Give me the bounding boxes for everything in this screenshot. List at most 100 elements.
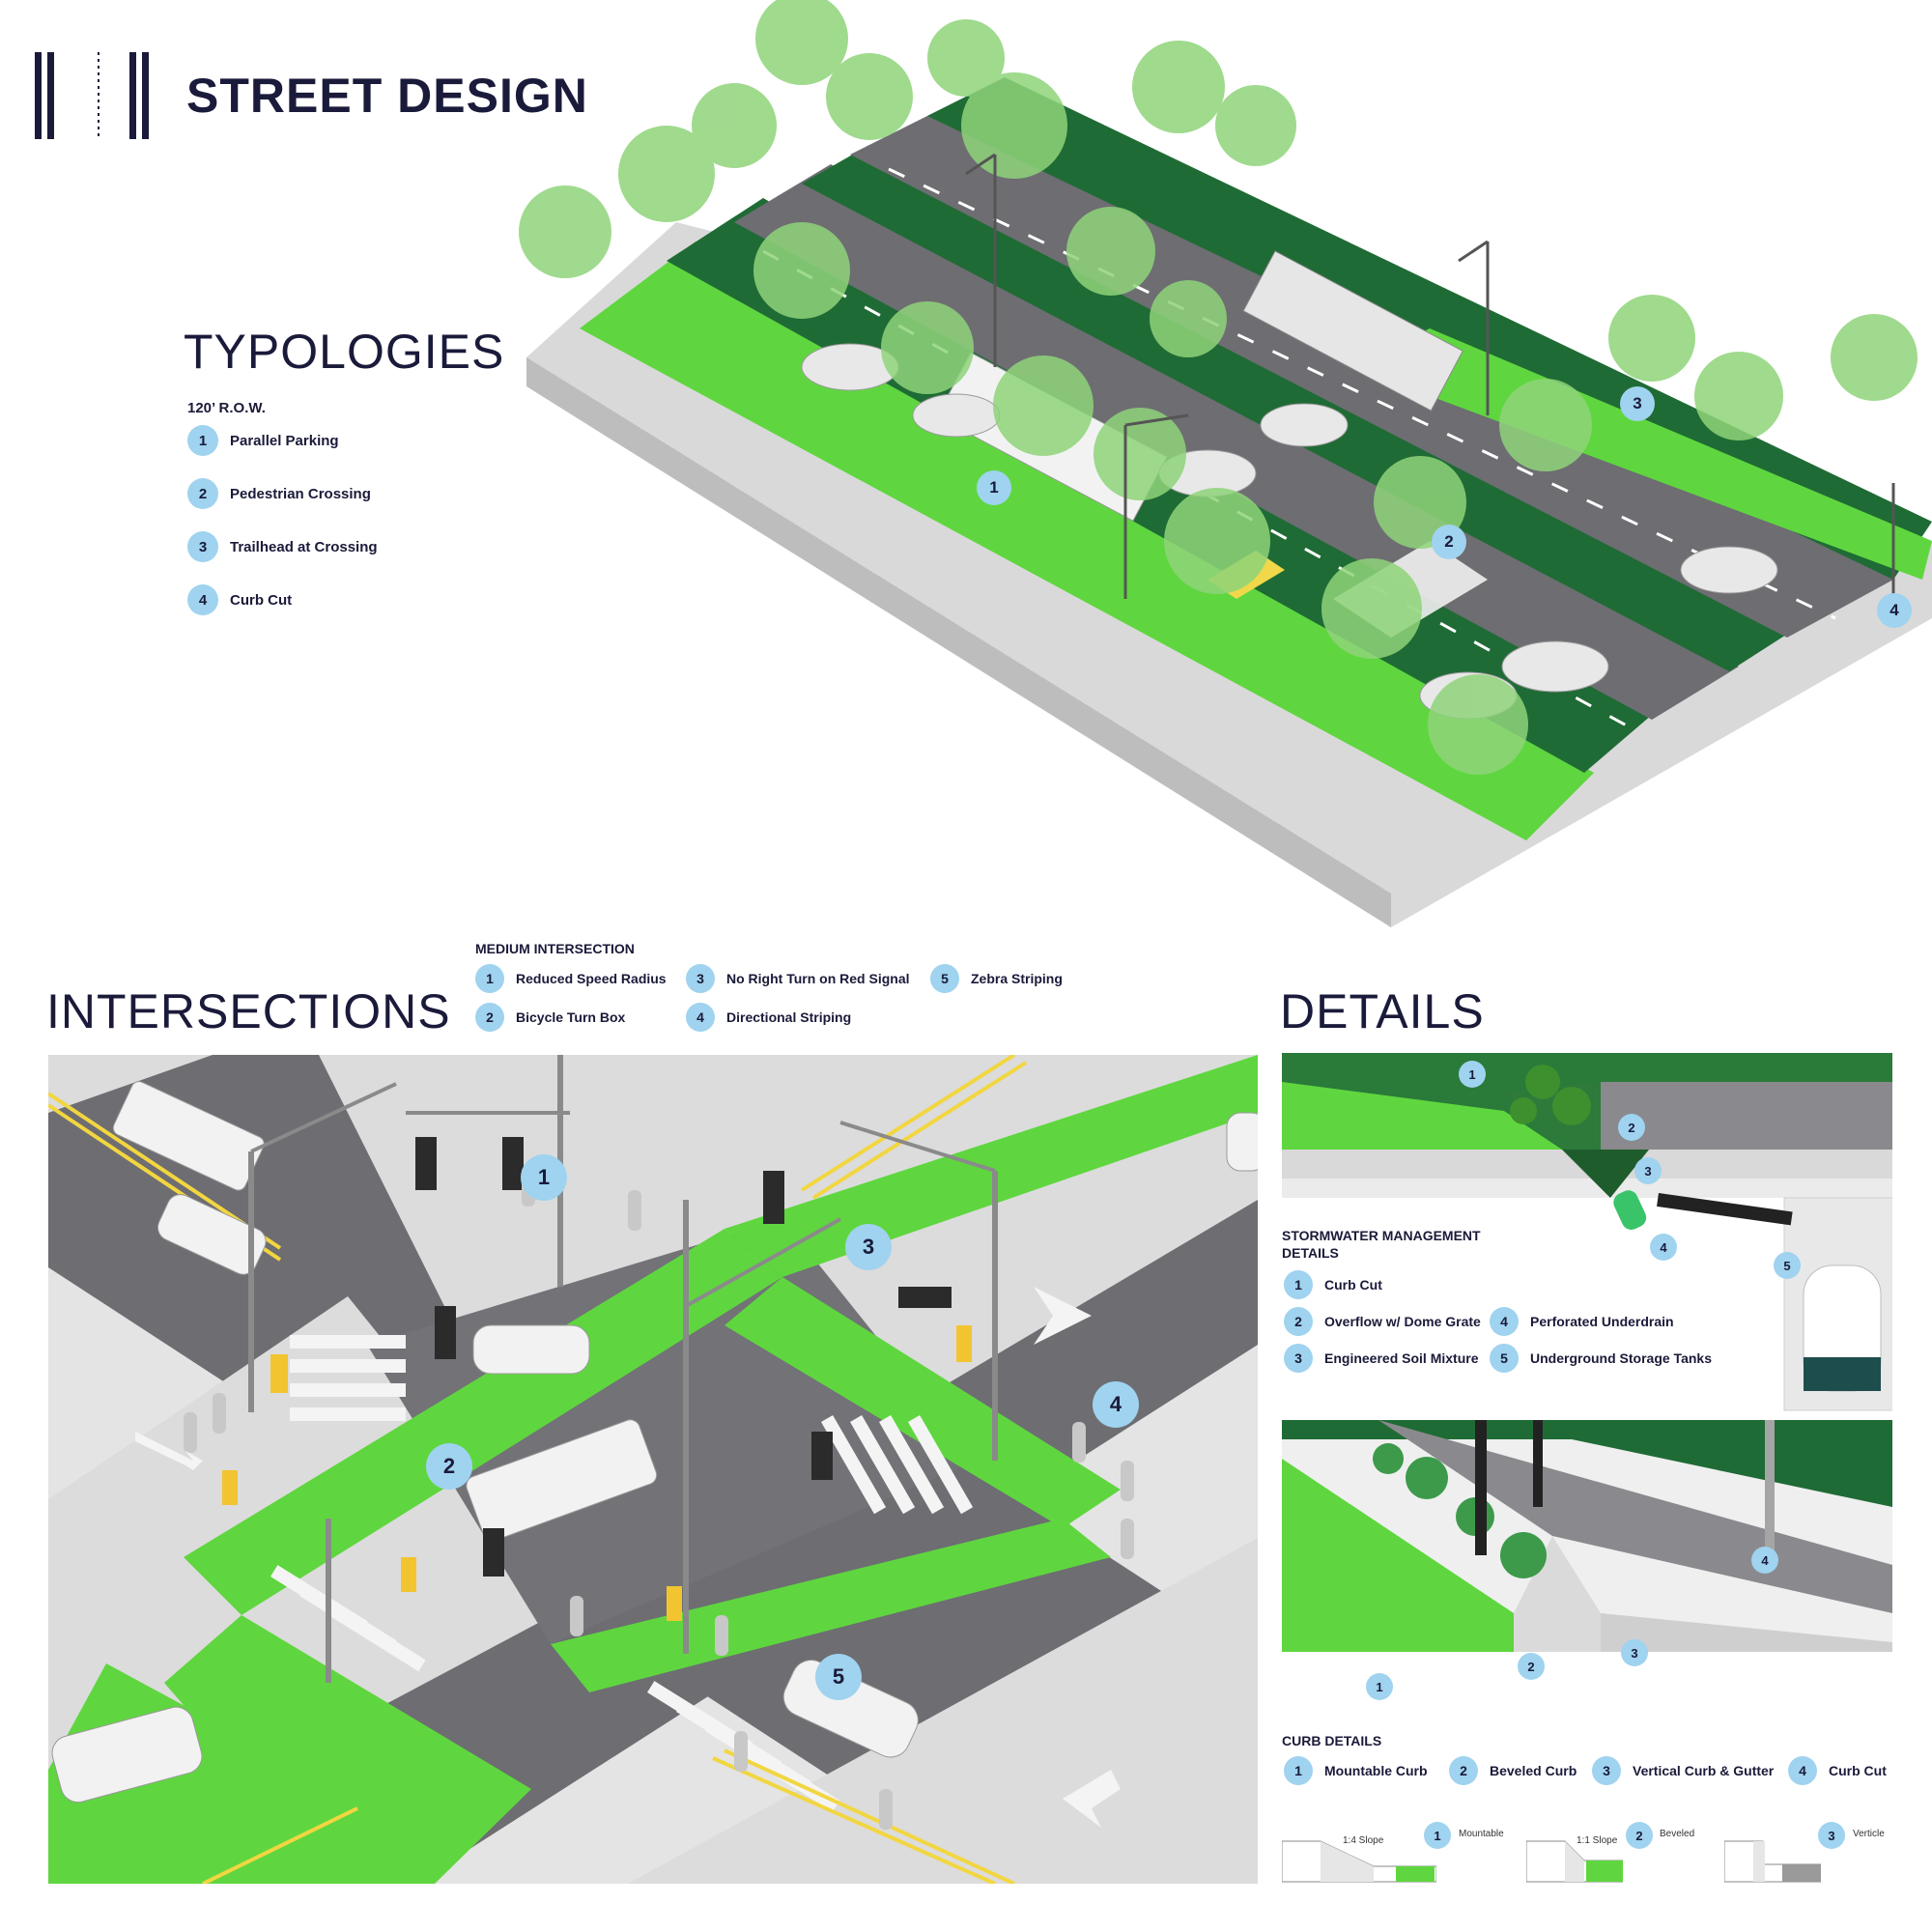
map-badge-2: 2 xyxy=(1432,525,1466,559)
curb-section-beveled xyxy=(1525,1828,1624,1886)
vertical-curb-section-drawing xyxy=(1723,1840,1822,1883)
stormwater-subtitle-line-1: STORMWATER MANAGEMENT xyxy=(1282,1228,1481,1243)
legend-label: Perforated Underdrain xyxy=(1530,1314,1674,1329)
legend-label: No Right Turn on Red Signal xyxy=(726,971,910,986)
typologies-subtitle: 120’ R.O.W. xyxy=(187,400,266,416)
map-badge-4: 4 xyxy=(1751,1547,1778,1574)
legend-badge: 4 xyxy=(1490,1307,1519,1336)
legend-item: 2 Bicycle Turn Box xyxy=(475,1003,625,1032)
legend-label: Vertical Curb & Gutter xyxy=(1633,1763,1775,1778)
legend-badge: 1 xyxy=(187,425,218,456)
legend-item: 1 Parallel Parking xyxy=(187,425,378,456)
legend-label: Underground Storage Tanks xyxy=(1530,1350,1712,1366)
legend-badge: 1 xyxy=(1284,1270,1313,1299)
legend-badge: 1 xyxy=(475,964,504,993)
intersections-title: INTERSECTIONS xyxy=(46,984,451,1038)
typologies-title: TYPOLOGIES xyxy=(184,325,505,379)
map-badge-1: 1 xyxy=(521,1154,567,1201)
legend-label: Curb Cut xyxy=(1324,1277,1382,1293)
curb-illustration xyxy=(1282,1420,1892,1712)
legend-label: Curb Cut xyxy=(230,591,293,609)
legend-item: 4 Curb Cut xyxy=(187,584,378,615)
curb-section-mountable xyxy=(1281,1828,1437,1886)
page-title: STREET DESIGN xyxy=(186,69,588,123)
map-badge-3: 3 xyxy=(1634,1157,1662,1184)
map-badge-5: 5 xyxy=(1774,1252,1801,1279)
legend-badge: 1 xyxy=(1284,1756,1313,1785)
map-badge-2: 2 xyxy=(1518,1653,1545,1680)
curb-drawing xyxy=(1282,1420,1892,1712)
intersection-illustration: 1 xyxy=(48,1055,1258,1884)
section-slope-label: 1:1 Slope xyxy=(1577,1835,1618,1846)
legend-item: 2 Beveled Curb xyxy=(1449,1756,1577,1785)
intersection-drawing xyxy=(48,1055,1258,1884)
section-caption: Mountable xyxy=(1459,1829,1504,1839)
mountable-curb-section-drawing xyxy=(1281,1840,1437,1883)
legend-badge: 3 xyxy=(1592,1756,1621,1785)
legend-item: 3 No Right Turn on Red Signal xyxy=(686,964,910,993)
section-badge: 2 xyxy=(1626,1822,1653,1849)
legend-label: Directional Striping xyxy=(726,1009,852,1025)
map-badge-1: 1 xyxy=(1366,1673,1393,1700)
map-badge-4: 4 xyxy=(1877,593,1912,628)
legend-item: 2 Pedestrian Crossing xyxy=(187,478,378,509)
legend-label: Parallel Parking xyxy=(230,432,339,449)
map-badge-3: 3 xyxy=(845,1224,892,1270)
legend-label: Reduced Speed Radius xyxy=(516,971,667,986)
legend-badge: 2 xyxy=(1449,1756,1478,1785)
map-badge-1: 1 xyxy=(977,470,1011,505)
section-caption: Beveled xyxy=(1660,1829,1695,1839)
legend-label: Pedestrian Crossing xyxy=(230,485,371,502)
legend-item: 4 Perforated Underdrain xyxy=(1490,1307,1674,1336)
legend-badge: 5 xyxy=(1490,1344,1519,1373)
map-badge-2: 2 xyxy=(1618,1114,1645,1141)
legend-label: Engineered Soil Mixture xyxy=(1324,1350,1479,1366)
legend-badge: 4 xyxy=(686,1003,715,1032)
stormwater-drawing xyxy=(1282,1053,1892,1439)
legend-item: 4 Curb Cut xyxy=(1788,1756,1887,1785)
typology-street-illustration xyxy=(519,0,1932,927)
map-badge-1: 1 xyxy=(1459,1061,1486,1088)
legend-badge: 4 xyxy=(1788,1756,1817,1785)
legend-item: 1 Curb Cut xyxy=(1284,1270,1382,1299)
map-badge-3: 3 xyxy=(1620,386,1655,421)
legend-label: Beveled Curb xyxy=(1490,1763,1577,1778)
legend-item: 3 Vertical Curb & Gutter xyxy=(1592,1756,1774,1785)
curb-section-vertical xyxy=(1723,1828,1822,1886)
legend-item: 4 Directional Striping xyxy=(686,1003,851,1032)
stormwater-illustration xyxy=(1282,1053,1892,1439)
street-design-logo-icon xyxy=(35,52,149,139)
legend-item: 5 Zebra Striping xyxy=(930,964,1063,993)
legend-item: 3 Engineered Soil Mixture xyxy=(1284,1344,1478,1373)
legend-item: 2 Overflow w/ Dome Grate xyxy=(1284,1307,1481,1336)
section-caption: Verticle xyxy=(1853,1829,1885,1839)
beveled-curb-section-drawing xyxy=(1525,1840,1624,1883)
legend-item: 3 Trailhead at Crossing xyxy=(187,531,378,562)
section-slope-label: 1:4 Slope xyxy=(1343,1835,1384,1846)
legend-badge: 2 xyxy=(187,478,218,509)
legend-badge: 3 xyxy=(1284,1344,1313,1373)
map-badge-4: 4 xyxy=(1650,1234,1677,1261)
stormwater-subtitle: STORMWATER MANAGEMENT DETAILS xyxy=(1282,1227,1481,1262)
legend-badge: 3 xyxy=(686,964,715,993)
typologies-legend: 1 Parallel Parking 2 Pedestrian Crossing… xyxy=(187,425,378,615)
section-badge: 3 xyxy=(1818,1822,1845,1849)
curb-subtitle: CURB DETAILS xyxy=(1282,1733,1382,1748)
legend-item: 1 Mountable Curb xyxy=(1284,1756,1428,1785)
map-badge-2: 2 xyxy=(426,1443,472,1490)
legend-badge: 3 xyxy=(187,531,218,562)
intersections-subtitle: MEDIUM INTERSECTION xyxy=(475,941,635,956)
legend-badge: 2 xyxy=(1284,1307,1313,1336)
legend-label: Zebra Striping xyxy=(971,971,1063,986)
stormwater-subtitle-line-2: DETAILS xyxy=(1282,1245,1339,1261)
details-title: DETAILS xyxy=(1280,984,1485,1038)
map-badge-4: 4 xyxy=(1093,1381,1139,1428)
section-badge: 1 xyxy=(1424,1822,1451,1849)
legend-label: Trailhead at Crossing xyxy=(230,538,378,555)
legend-badge: 4 xyxy=(187,584,218,615)
map-badge-5: 5 xyxy=(815,1654,862,1700)
legend-label: Bicycle Turn Box xyxy=(516,1009,626,1025)
legend-badge: 2 xyxy=(475,1003,504,1032)
legend-label: Curb Cut xyxy=(1829,1763,1887,1778)
legend-item: 1 Reduced Speed Radius xyxy=(475,964,667,993)
